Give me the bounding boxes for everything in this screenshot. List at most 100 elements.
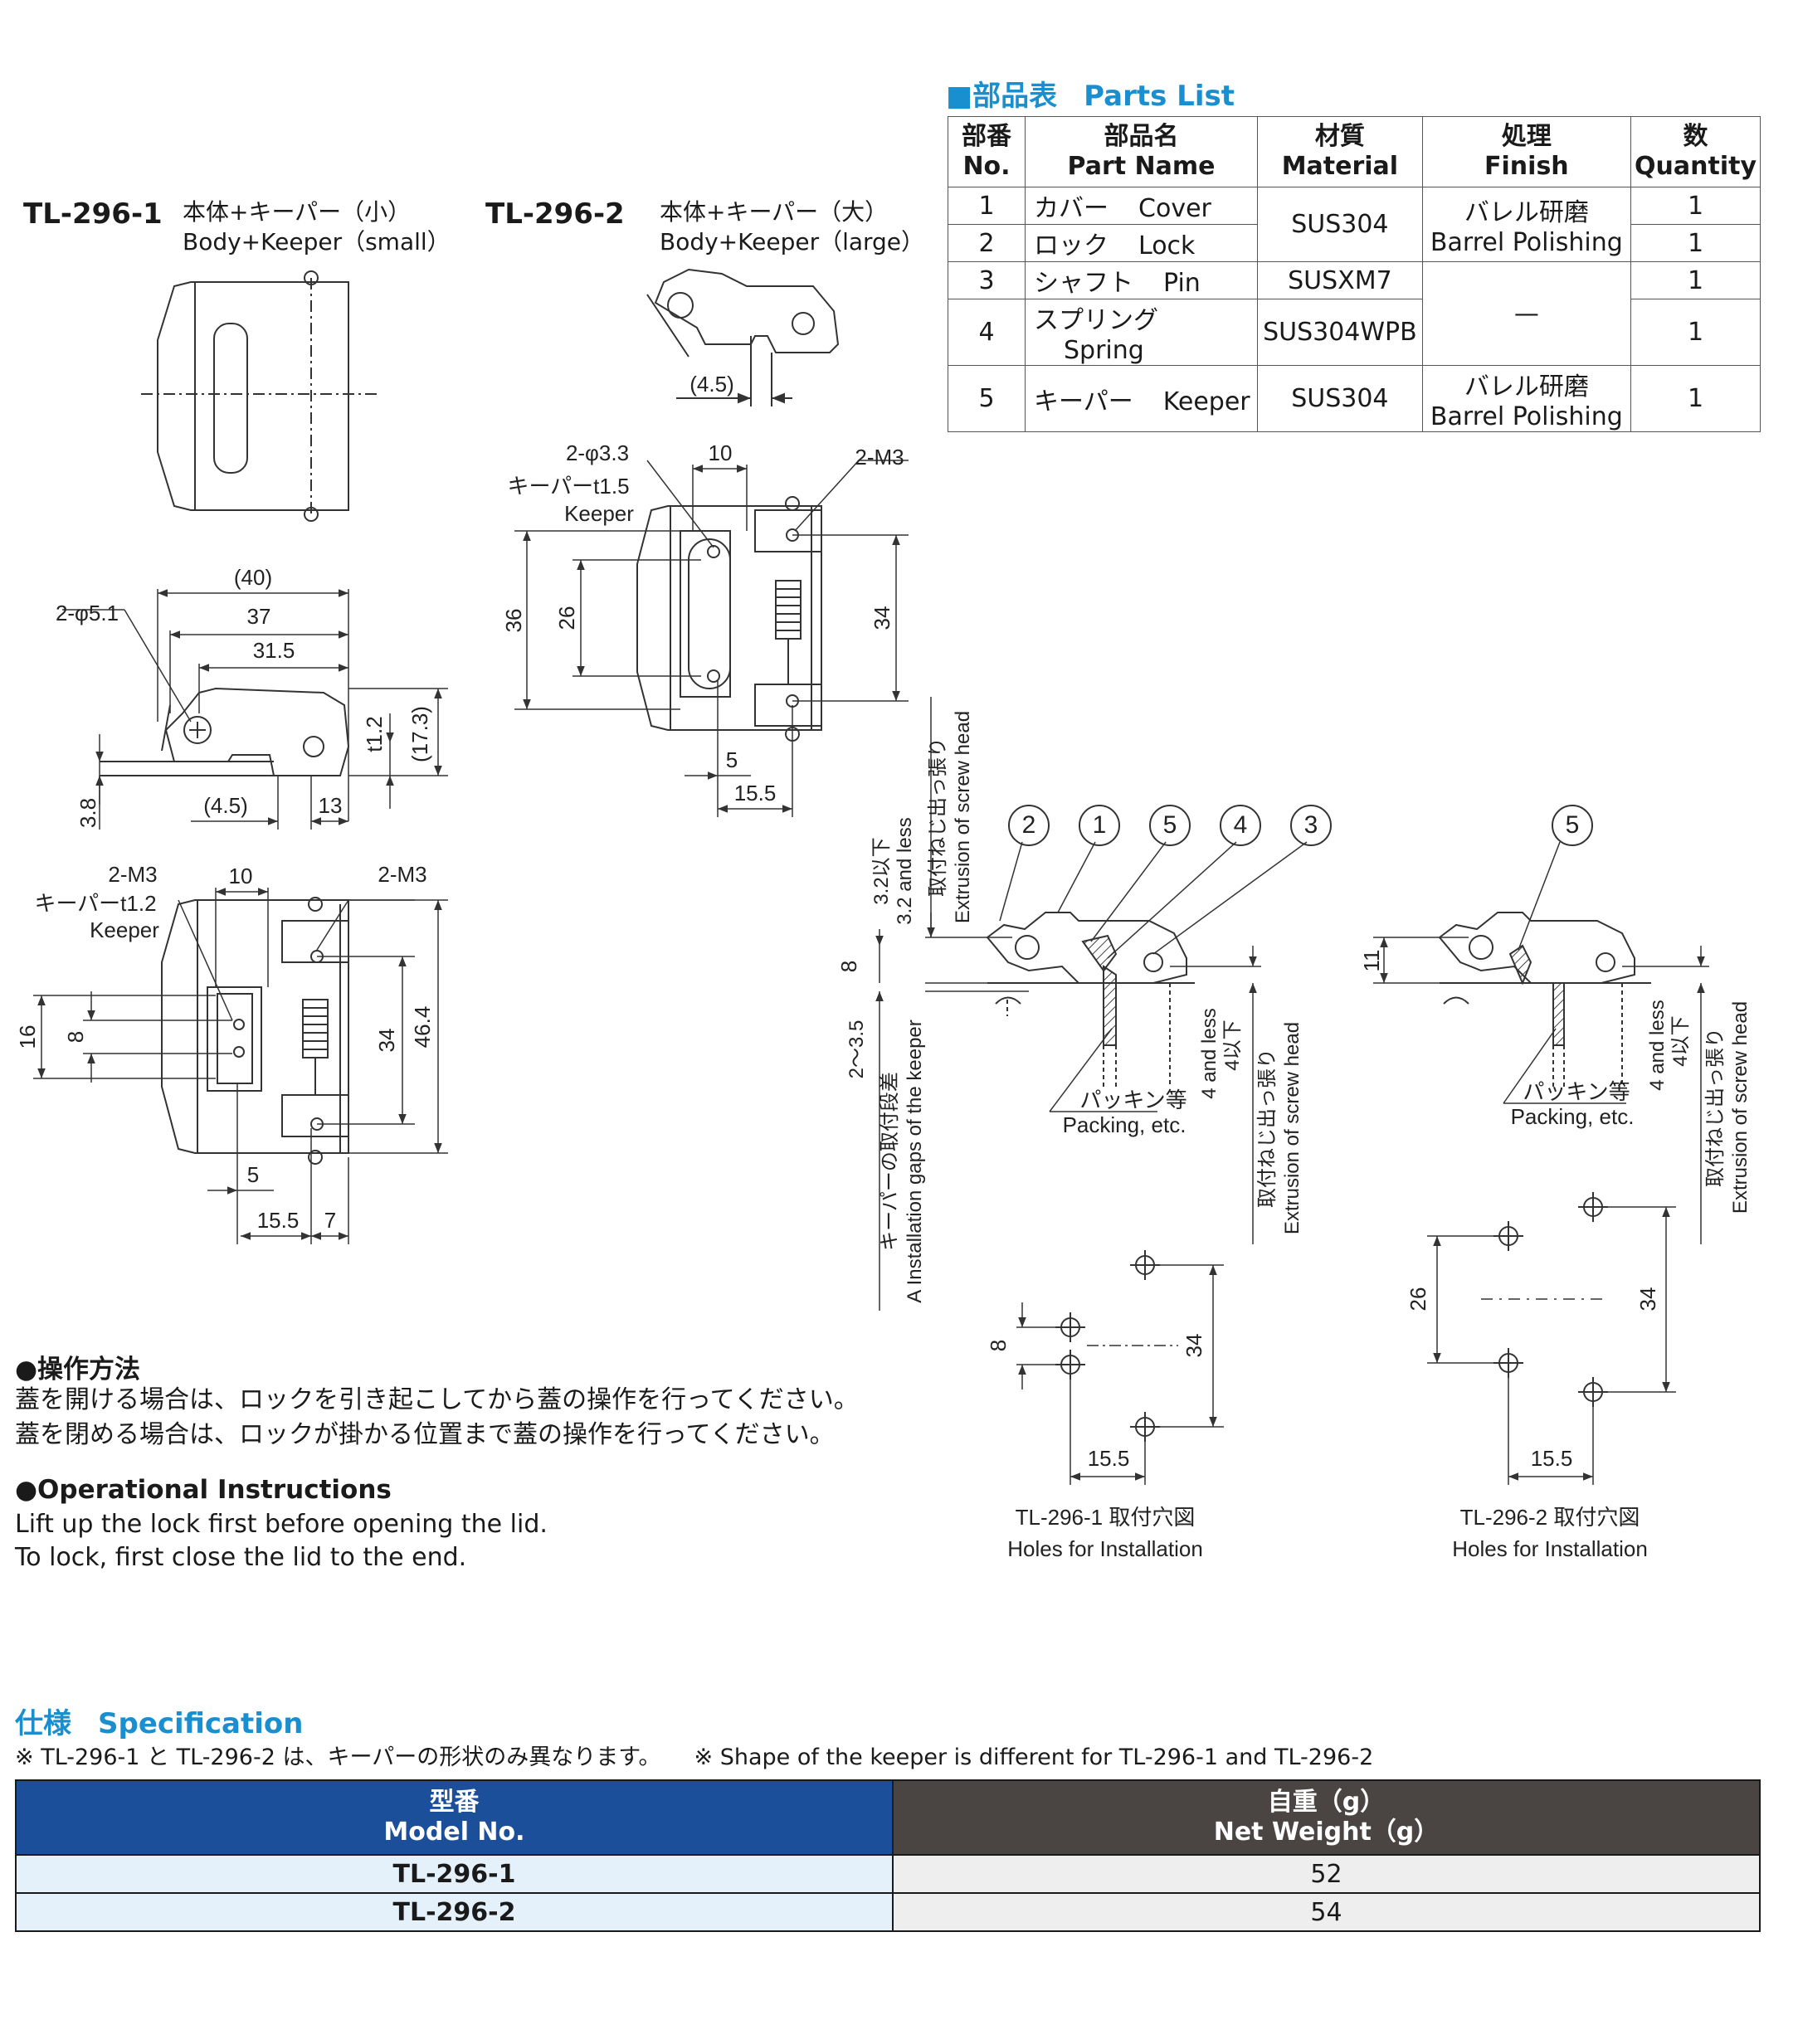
instructions-title-ja: ●操作方法 xyxy=(15,1355,141,1385)
dim-5-tl2: 5 xyxy=(726,747,738,772)
dim-15-5-tl1: 15.5 xyxy=(257,1208,300,1233)
callout-5-label: 5 xyxy=(1163,811,1177,839)
dim-7: 7 xyxy=(324,1208,336,1233)
part-qty: 1 xyxy=(1630,261,1761,299)
tl2-section-view xyxy=(1438,912,1651,1087)
spec-model: TL-296-1 xyxy=(15,1854,894,1894)
callout-2-label: 2 xyxy=(1022,811,1036,839)
note-4-ja-tl1: 4以下 xyxy=(1221,1020,1244,1070)
callout-5b-label: 5 xyxy=(1566,811,1580,839)
tl1-holes xyxy=(1055,1250,1178,1442)
parts-list-title-en: Parts List xyxy=(1084,80,1235,113)
holes-en-tl1: Holes for Installation xyxy=(1007,1536,1203,1561)
note-extrusion-ja-2: 取付ねじ出っ張り xyxy=(1256,1049,1279,1208)
note-4-ja-tl2: 4以下 xyxy=(1669,1015,1692,1066)
part-no: 5 xyxy=(947,365,1026,432)
note-extrusion-ja-3: 取付ねじ出っ張り xyxy=(1704,1028,1727,1187)
dim-m3-left: 2-M3 xyxy=(108,862,157,887)
instructions-en-line1: Lift up the lock first before opening th… xyxy=(15,1510,548,1539)
dim-26-holes: 26 xyxy=(1406,1287,1430,1312)
dim-15-5-holes-tl1: 15.5 xyxy=(1088,1446,1130,1471)
dim-3-8: 3.8 xyxy=(76,798,100,828)
dim-4-5-tl1: (4.5) xyxy=(203,793,247,818)
dim-40: (40) xyxy=(234,565,272,590)
callout-4-label: 4 xyxy=(1234,811,1248,839)
dim-34-tl1: 34 xyxy=(374,1029,399,1053)
dim-m3-tl2: 2-M3 xyxy=(855,445,904,470)
instructions-ja-line1: 蓋を開ける場合は、ロックを引き起こしてから蓋の操作を行ってください。 xyxy=(15,1385,859,1414)
tl2-holes xyxy=(1481,1192,1608,1407)
dim-34-holes-tl1: 34 xyxy=(1182,1334,1206,1358)
dim-phi-5-1: 2-φ5.1 xyxy=(56,601,119,625)
tl1-section-view xyxy=(986,912,1195,1087)
callout-5 xyxy=(1149,805,1191,846)
dim-34-holes-tl2: 34 xyxy=(1635,1287,1660,1312)
part-name: スプリングSpring xyxy=(1025,299,1259,366)
dim-11: 11 xyxy=(1359,950,1384,972)
instructions-ja-line2: 蓋を閉める場合は、ロックが掛かる位置まで蓋の操作を行ってください。 xyxy=(15,1420,835,1449)
note-keeper-gap-en: A Installation gaps of the keeper xyxy=(904,1020,926,1303)
part-no: 2 xyxy=(947,224,1026,262)
part-qty: 1 xyxy=(1630,299,1761,366)
note-2-3-5: 2〜3.5 xyxy=(845,1020,868,1079)
dim-t1-2: t1.2 xyxy=(362,716,387,752)
table-row: TL-296-1 52 xyxy=(15,1854,1761,1894)
packing-ja-tl2: パッキン等 xyxy=(1523,1079,1630,1104)
dim-46-4: 46.4 xyxy=(410,1006,435,1049)
callout-circles xyxy=(1008,805,1593,846)
spec-note-ja: ※ TL-296-1 と TL-296-2 は、キーパーの形状のみ異なります。 xyxy=(15,1745,661,1770)
header-net-weight: 自重（g）Net Weight（g） xyxy=(892,1779,1761,1856)
tl2-keeper-dims xyxy=(514,460,909,817)
dim-17-3: (17.3) xyxy=(407,706,432,762)
tl1-keeper-view xyxy=(161,897,349,1165)
section-dims xyxy=(875,697,1709,1311)
packing-ja-tl1: パッキン等 xyxy=(1079,1088,1186,1112)
note-extrusion-en-3: Extrusion of screw head xyxy=(1729,1001,1752,1214)
dim-15-5-holes-tl2: 15.5 xyxy=(1531,1446,1573,1471)
keeper-t1-2-label: キーパーt1.2 xyxy=(34,891,156,916)
holes-title-tl2: TL-296-2 取付穴図 xyxy=(1460,1505,1640,1530)
tl1-holes-dims xyxy=(1016,1264,1224,1485)
note-4-en-tl2: 4 and less xyxy=(1646,1000,1669,1090)
callout-2 xyxy=(1008,805,1050,846)
dim-26-tl2: 26 xyxy=(554,606,579,630)
model-code-tl2: TL-296-2 xyxy=(485,197,625,231)
spec-note: ※ TL-296-1 と TL-296-2 は、キーパーの形状のみ異なります。※… xyxy=(15,1739,1406,1771)
part-qty: 1 xyxy=(1630,187,1761,225)
instructions-en-line2: To lock, first close the lid to the end. xyxy=(15,1543,467,1572)
part-material: SUS304 xyxy=(1257,365,1423,432)
callout-3-label: 3 xyxy=(1304,811,1318,839)
part-qty: 1 xyxy=(1630,224,1761,262)
dim-31-5: 31.5 xyxy=(253,638,295,663)
dim-34-tl2: 34 xyxy=(870,606,894,630)
callout-3 xyxy=(1290,805,1332,846)
model-code-tl1: TL-296-1 xyxy=(23,197,163,231)
note-keeper-gap-ja: キーパーの取付段差 xyxy=(879,1072,901,1251)
part-no: 1 xyxy=(947,187,1026,225)
note-3-2-en: 3.2 and less xyxy=(894,817,916,924)
tl1-top-view xyxy=(141,270,378,522)
model-desc-tl2: 本体+キーパー（大）Body+Keeper（large） xyxy=(660,198,925,256)
callout-1 xyxy=(1079,805,1120,846)
holes-title-tl1: TL-296-1 取付穴図 xyxy=(1016,1505,1196,1530)
tl2-side-view xyxy=(646,268,840,406)
dim-8-holes: 8 xyxy=(986,1340,1011,1351)
keeper-t1-5-label: キーパーt1.5 xyxy=(507,474,629,499)
callout-4 xyxy=(1220,805,1261,846)
part-no: 3 xyxy=(947,261,1026,299)
callout-1-label: 1 xyxy=(1093,811,1107,839)
dim-37: 37 xyxy=(247,604,271,629)
tl1-side-dims xyxy=(62,589,448,830)
instructions-title-en: ●Operational Instructions xyxy=(15,1475,392,1505)
